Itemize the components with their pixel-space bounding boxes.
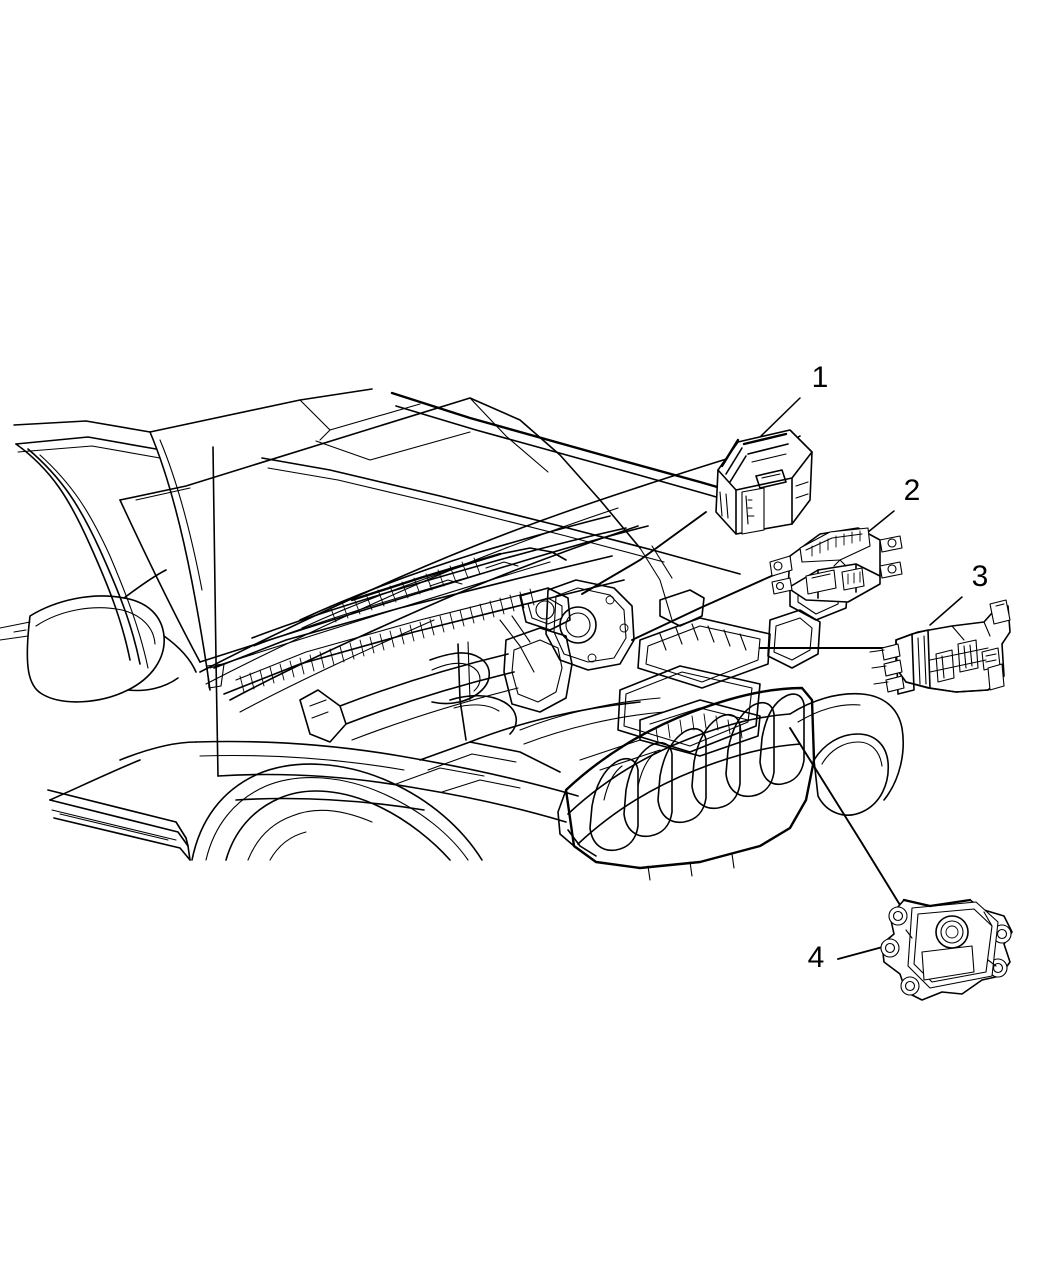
part-module-flat-2[interactable] [769,527,903,603]
cowl-grille [213,555,625,695]
callout-number-2[interactable]: 2 [904,474,921,507]
callout-labels: 1 2 3 4 [808,361,989,974]
callout-number-1[interactable]: 1 [812,361,829,394]
front-wheel-arch [191,763,483,861]
callout-number-3[interactable]: 3 [972,560,989,593]
antenna-mast [206,446,225,777]
callout-number-4[interactable]: 4 [808,941,825,974]
front-bumper [557,789,791,881]
part-module-box-1[interactable] [715,429,813,535]
engine-bay [299,569,849,793]
headlamp [789,692,904,816]
leader-line-4-part [789,727,901,906]
front-fender [49,740,579,823]
roof-and-a-pillar [13,388,373,691]
cowl-hatching [239,588,535,693]
grille-slots [589,693,805,852]
part-bracket-3[interactable] [869,599,1011,695]
part-module-ecm-4[interactable] [880,898,1013,1001]
hood-support [499,545,673,673]
leader-line-3-label [929,596,963,626]
leader-line-2-part [631,573,777,641]
wiper-arms [251,515,627,647]
seven-slot-grille [564,686,816,870]
side-mirror [0,569,197,703]
leader-line-1-part [581,511,707,595]
leader-line-1-label [759,397,801,438]
vehicle-illustration [0,388,904,881]
body-side-molding [47,789,191,861]
